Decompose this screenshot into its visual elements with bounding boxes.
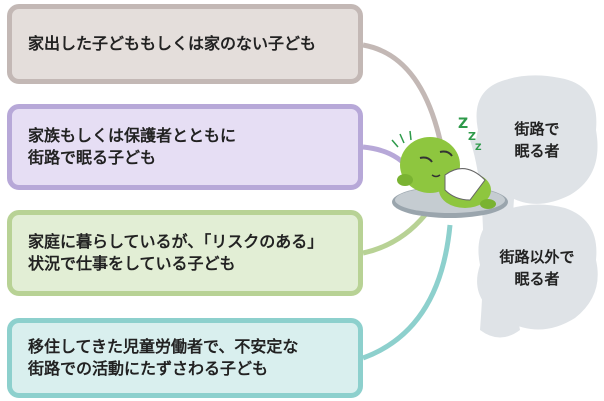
- category-box-homeless: 家出した子どももしくは家のない子ども: [7, 4, 363, 84]
- category-box-migrant-labor: 移住してきた児童労働者で、不安定な 街路での活動にたずさわる子ども: [7, 318, 363, 398]
- bubble-label-street-sleepers: 街路で 眠る者: [514, 120, 560, 160]
- svg-text:Z: Z: [458, 116, 468, 132]
- category-box-with-family: 家族もしくは保護者とともに 街路で眠る子ども: [7, 104, 363, 190]
- category-label: 家族もしくは保護者とともに 街路で眠る子ども: [28, 126, 237, 167]
- bubble-base: [470, 140, 520, 338]
- zzz-icon: Z Z Z: [458, 116, 482, 153]
- bubble-label-non-street-sleepers: 街路以外で 眠る者: [499, 248, 575, 288]
- motion-lines: [391, 130, 412, 148]
- connector-1: [362, 42, 443, 141]
- category-box-at-risk-work: 家庭に暮らしているが、「リスクのある」 状況で仕事をしている子ども: [7, 210, 363, 296]
- category-label: 家庭に暮らしているが、「リスクのある」 状況で仕事をしている子ども: [28, 232, 324, 273]
- category-label: 移住してきた児童労働者で、不安定な 街路での活動にたずさわる子ども: [28, 337, 299, 378]
- connector-3: [362, 213, 427, 256]
- connector-4: [362, 224, 453, 361]
- sleeping-character-icon: [397, 137, 496, 209]
- svg-text:Z: Z: [468, 130, 476, 143]
- svg-text:Z: Z: [475, 143, 482, 153]
- category-label: 家出した子どももしくは家のない子ども: [28, 34, 317, 53]
